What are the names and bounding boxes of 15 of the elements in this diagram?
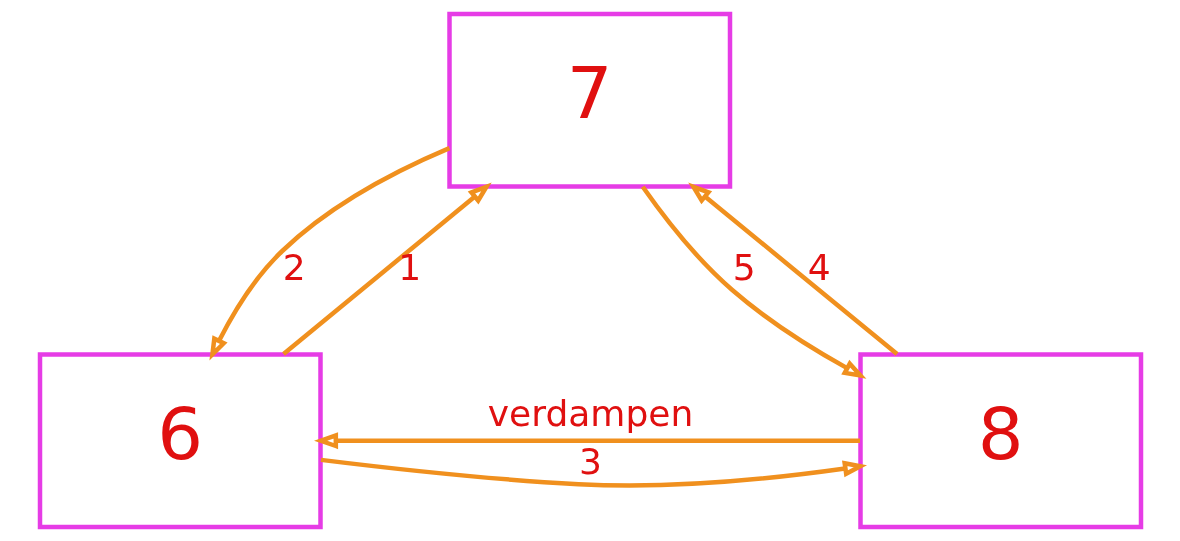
arrow bbox=[687, 182, 898, 356]
edge-label: 3 bbox=[578, 441, 602, 483]
edge-label: verdampen bbox=[487, 393, 693, 435]
edge-label: 4 bbox=[807, 246, 831, 288]
arrow bbox=[313, 432, 860, 450]
arrow bbox=[320, 457, 867, 488]
arrow bbox=[281, 182, 492, 356]
edge-label: 2 bbox=[282, 246, 306, 288]
arrow bbox=[208, 146, 450, 361]
edge-label: 5 bbox=[732, 246, 756, 288]
node-box: 7 bbox=[446, 11, 732, 189]
arrow bbox=[640, 185, 866, 379]
node-box: 6 bbox=[37, 352, 323, 530]
edge-label: 1 bbox=[397, 246, 421, 288]
node-box: 8 bbox=[857, 352, 1143, 530]
